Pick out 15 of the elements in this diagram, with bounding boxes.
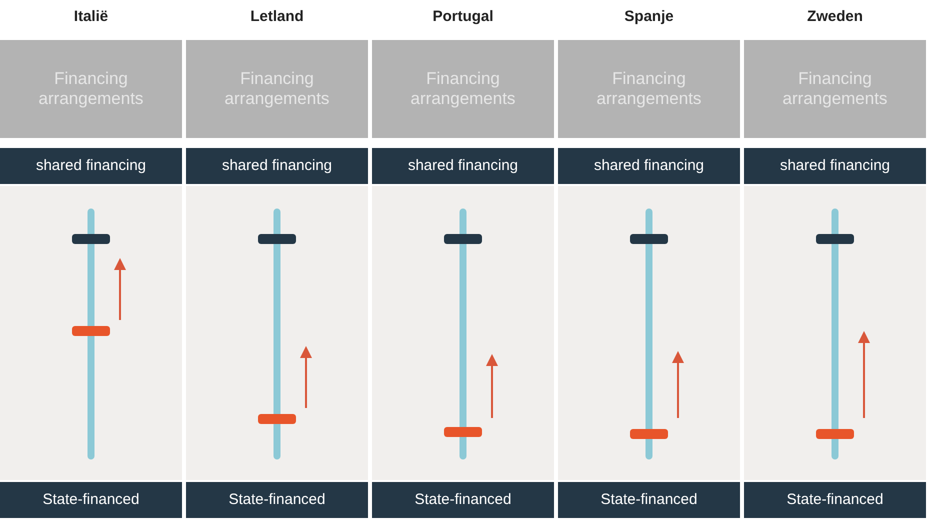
label-bar: shared financing (558, 148, 740, 184)
label-bar: State-financed (744, 482, 926, 518)
column-heading: Letland (249, 7, 305, 27)
label-bar: State-financed (372, 482, 554, 518)
label-bar: shared financing (744, 148, 926, 184)
label-bar: State-financed (558, 482, 740, 518)
column-heading: Italië (72, 7, 110, 27)
label-bar: State-financed (0, 482, 182, 518)
label-bar: State-financed (186, 482, 368, 518)
column-heading: Spanje (623, 7, 675, 27)
label-bar: shared financing (0, 148, 182, 184)
column-heading: Portugal (432, 7, 494, 27)
label-bar: shared financing (186, 148, 368, 184)
label-bar: shared financing (372, 148, 554, 184)
column-heading: Zweden (806, 7, 864, 27)
